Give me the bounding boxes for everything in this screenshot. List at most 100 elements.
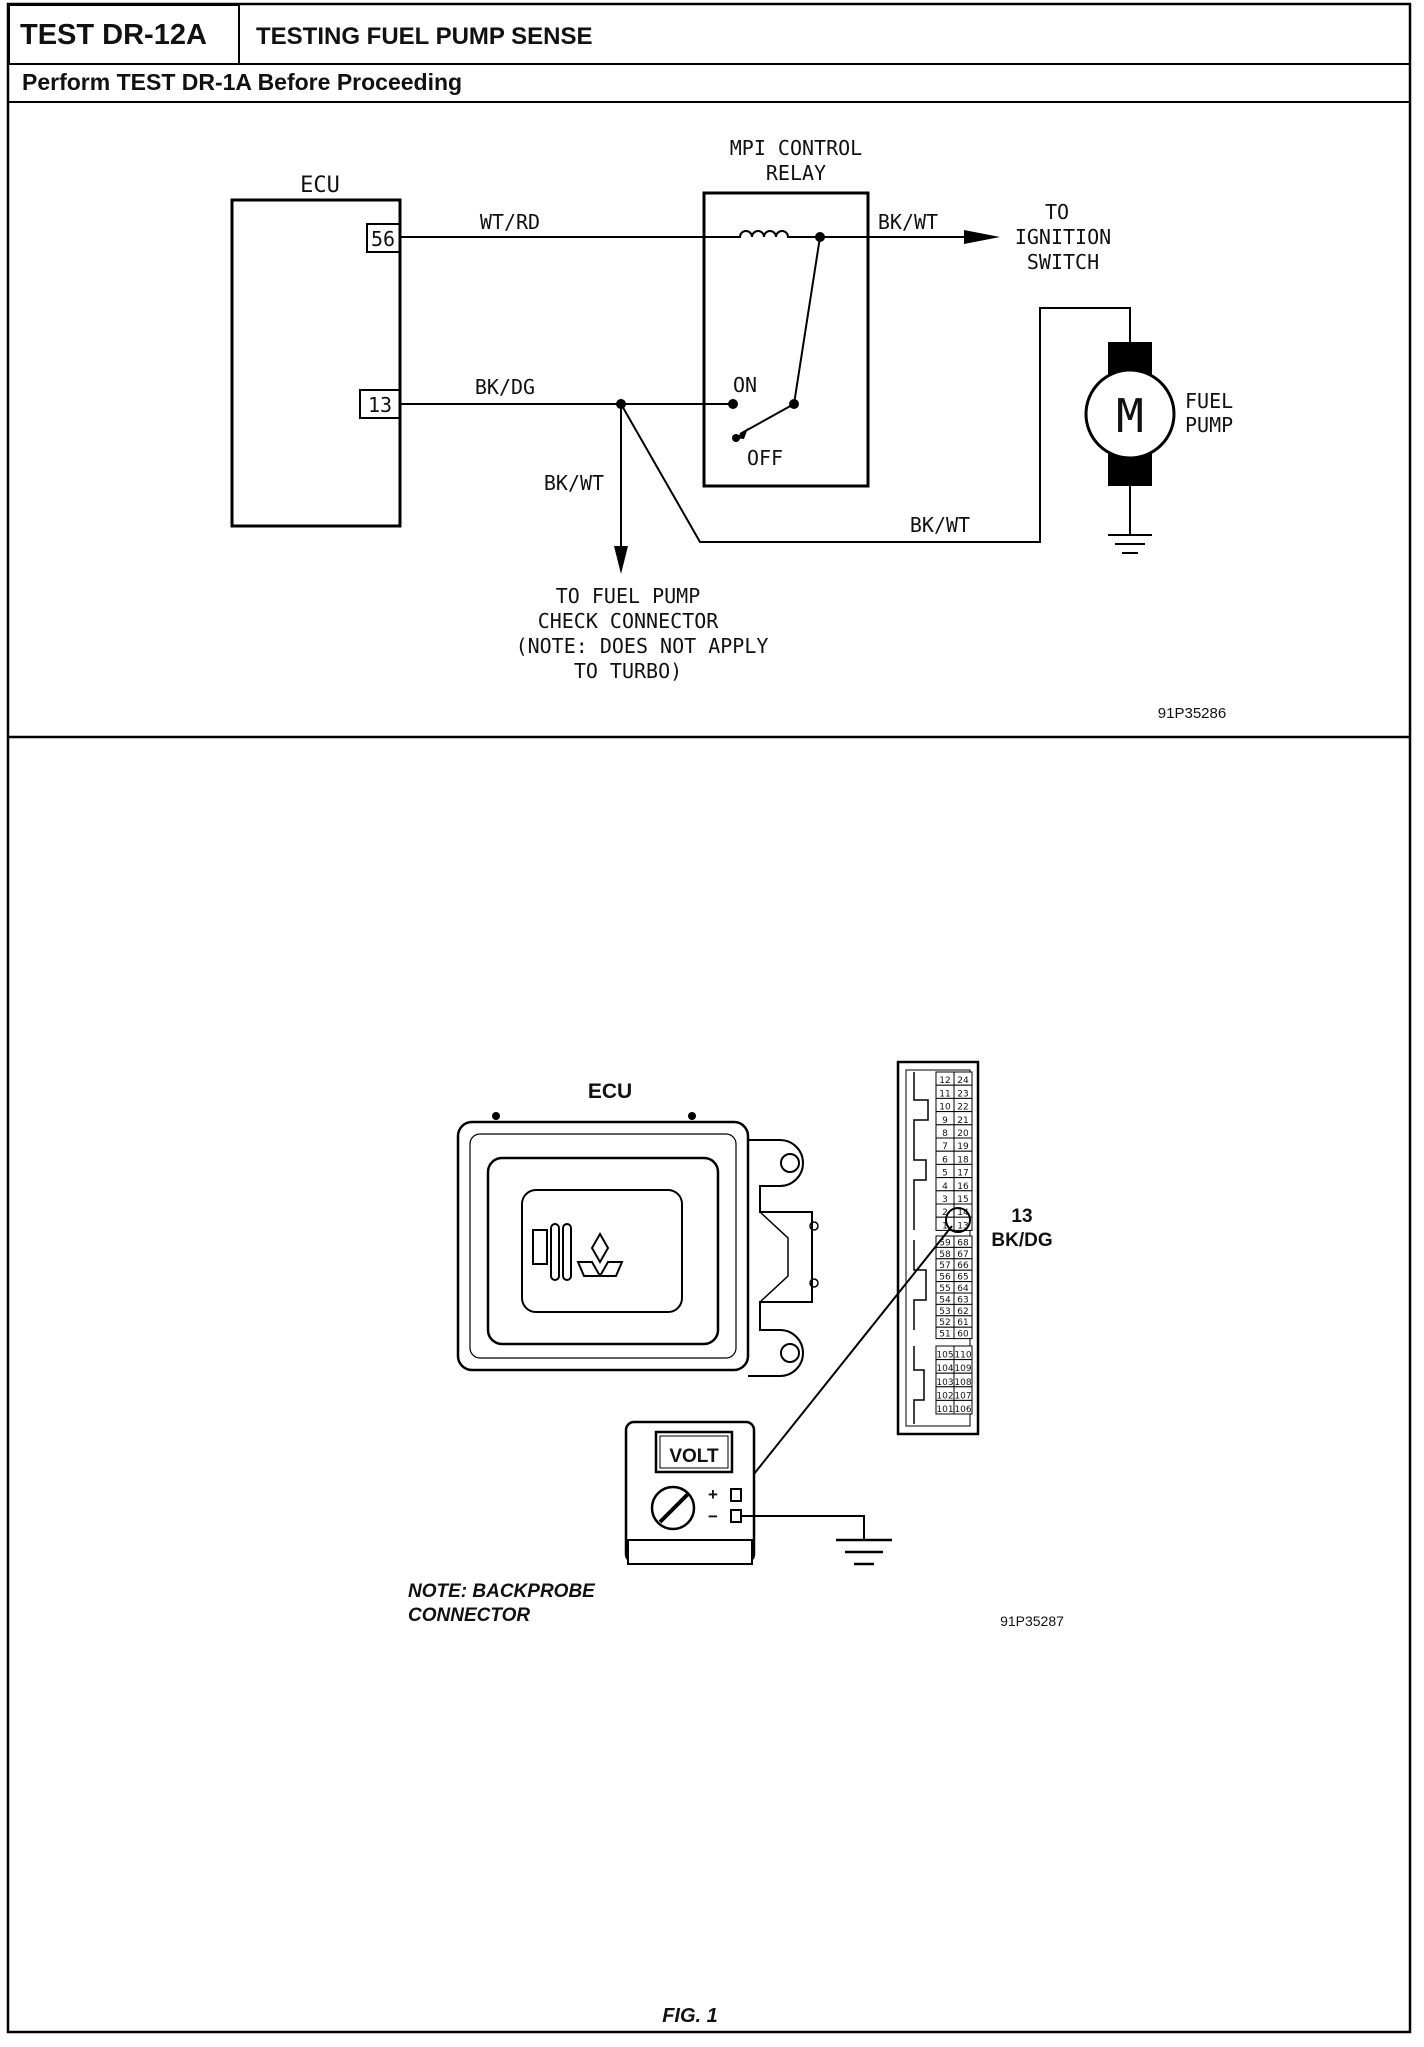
pin-56-label: 56 <box>371 227 395 251</box>
connector-pin-cell <box>953 1399 973 1415</box>
pin-13-callout-circle <box>945 1207 971 1233</box>
connector-pin-label: 14 <box>957 1208 969 1218</box>
connector-pin-label: 3 <box>942 1195 948 1205</box>
relay-contact-blade <box>739 403 795 435</box>
connector-pin-label: 107 <box>954 1391 971 1401</box>
check-connector-arrow <box>614 546 628 574</box>
connector-pin-label: 12 <box>939 1076 950 1086</box>
ecu-screw-1 <box>492 1112 500 1120</box>
connector-pin-label: 9 <box>942 1116 948 1126</box>
connector-pin-label: 6 <box>942 1155 948 1165</box>
connector-pin-label: 51 <box>939 1330 950 1340</box>
connector-pin-label: 22 <box>957 1103 968 1113</box>
connector-pin-label: 65 <box>957 1273 968 1283</box>
connector-pin-label: 53 <box>939 1307 950 1317</box>
meter-label: VOLT <box>669 1446 719 1467</box>
wire-bk-wt-relay-label: BK/WT <box>878 210 938 234</box>
voltmeter: VOLT + − <box>624 1420 756 1565</box>
meter-display <box>654 1430 734 1474</box>
backprobe-lead <box>737 1225 953 1495</box>
connector-pin-label: 18 <box>957 1155 969 1165</box>
connector-pin-label: 109 <box>954 1364 971 1374</box>
connector-pin-label: 10 <box>939 1103 951 1113</box>
connector-pin-label: 101 <box>936 1405 953 1415</box>
meter-minus-label: − <box>708 1507 718 1526</box>
relay-box <box>702 191 870 488</box>
test-illustration: ECU <box>408 1060 1064 1629</box>
ignition-arrow <box>964 230 1000 244</box>
connector-pin-label: 4 <box>942 1182 948 1192</box>
wire-bk-dg-label: BK/DG <box>475 375 535 399</box>
relay-label-2: RELAY <box>766 161 826 185</box>
connector-pin-label: 1 <box>942 1221 948 1231</box>
fuel-pump-motor <box>1084 368 1176 460</box>
connector-pin-label: 52 <box>939 1318 950 1328</box>
check-note-3: (NOTE: DOES NOT APPLY <box>516 634 769 658</box>
connector-pin-label: 62 <box>957 1307 968 1317</box>
ecu-screw-2 <box>688 1112 696 1120</box>
pin-callout-wire: BK/DG <box>991 1230 1052 1251</box>
ecu-bracket <box>748 1139 813 1377</box>
meter-plus-jack <box>730 1488 742 1502</box>
meter-minus-jack <box>730 1509 742 1523</box>
ecu-illustration-label: ECU <box>588 1080 632 1103</box>
ignition-label-2: IGNITION <box>1015 225 1111 249</box>
pin-callout-number: 13 <box>1011 1206 1032 1227</box>
connector-pin-label: 106 <box>954 1405 971 1415</box>
connector-pin-label: 7 <box>942 1142 948 1152</box>
connector-pin-label: 103 <box>936 1378 953 1388</box>
connector-pin-label: 11 <box>939 1089 950 1099</box>
connector-pin-label: 104 <box>936 1364 953 1374</box>
connector-pin-label: 23 <box>957 1089 968 1099</box>
connector-pin-cell <box>953 1326 973 1340</box>
relay-switch-arm <box>793 236 821 405</box>
meter-plus-label: + <box>708 1485 718 1504</box>
ecu-label: ECU <box>300 173 340 198</box>
connector-pin-label: 20 <box>957 1129 969 1139</box>
pin-13-label: 13 <box>368 393 392 417</box>
ecu-face <box>486 1156 720 1346</box>
connector-key-mid <box>913 1240 927 1330</box>
wire-bk-wt-branch-label: BK/WT <box>544 471 604 495</box>
ignition-label-3: SWITCH <box>1027 250 1099 274</box>
note-line-1: NOTE: BACKPROBE <box>408 1581 596 1602</box>
prerequisite-text: Perform TEST DR-1A Before Proceeding <box>22 69 462 95</box>
bracket-hole-bottom <box>780 1343 800 1363</box>
wire-bk-wt-pump <box>620 307 1131 543</box>
meter-selector-pointer <box>658 1492 690 1524</box>
wire-bk-wt-pump-label: BK/WT <box>910 513 970 537</box>
ground-lead <box>741 1515 865 1540</box>
ignition-label-1: TO <box>1045 200 1069 224</box>
connector-key-top <box>913 1072 929 1230</box>
relay-off-label: OFF <box>747 446 783 470</box>
connector-pin-label: 68 <box>957 1238 969 1248</box>
connector-pin-label: 17 <box>957 1169 968 1179</box>
figure-caption: FIG. 1 <box>662 2005 718 2027</box>
check-note-2: CHECK CONNECTOR <box>538 609 720 633</box>
connector-pin-label: 60 <box>957 1330 969 1340</box>
wire-wt-rd-label: WT/RD <box>480 210 540 234</box>
connector-pin-label: 59 <box>939 1238 951 1248</box>
check-note-4: TO TURBO) <box>574 659 682 683</box>
ecu-bracket-fold <box>759 1211 789 1303</box>
wiring-schematic: ECU 56 13 WT/RD MPI CONTROL RELAY BK/WT … <box>230 136 1233 722</box>
illustration-figure-code: 91P35287 <box>1000 1613 1064 1629</box>
connector-pin-label: 61 <box>957 1318 968 1328</box>
ecu-logo <box>532 1223 624 1281</box>
connector-pin-label: 110 <box>954 1351 971 1361</box>
connector-pin-label: 54 <box>939 1295 951 1305</box>
connector-pin-label: 8 <box>942 1129 948 1139</box>
connector-pin-label: 64 <box>957 1284 969 1294</box>
connector-pin-label: 5 <box>942 1169 948 1179</box>
motor-symbol: M <box>1116 389 1144 443</box>
relay-on-label: ON <box>733 373 757 397</box>
connector-pin-label: 16 <box>957 1182 969 1192</box>
connector-pin-label: 21 <box>957 1116 968 1126</box>
connector-pin-label: 66 <box>957 1261 969 1271</box>
connector-pin-label: 19 <box>957 1142 969 1152</box>
ecu-housing-inner <box>469 1133 737 1359</box>
